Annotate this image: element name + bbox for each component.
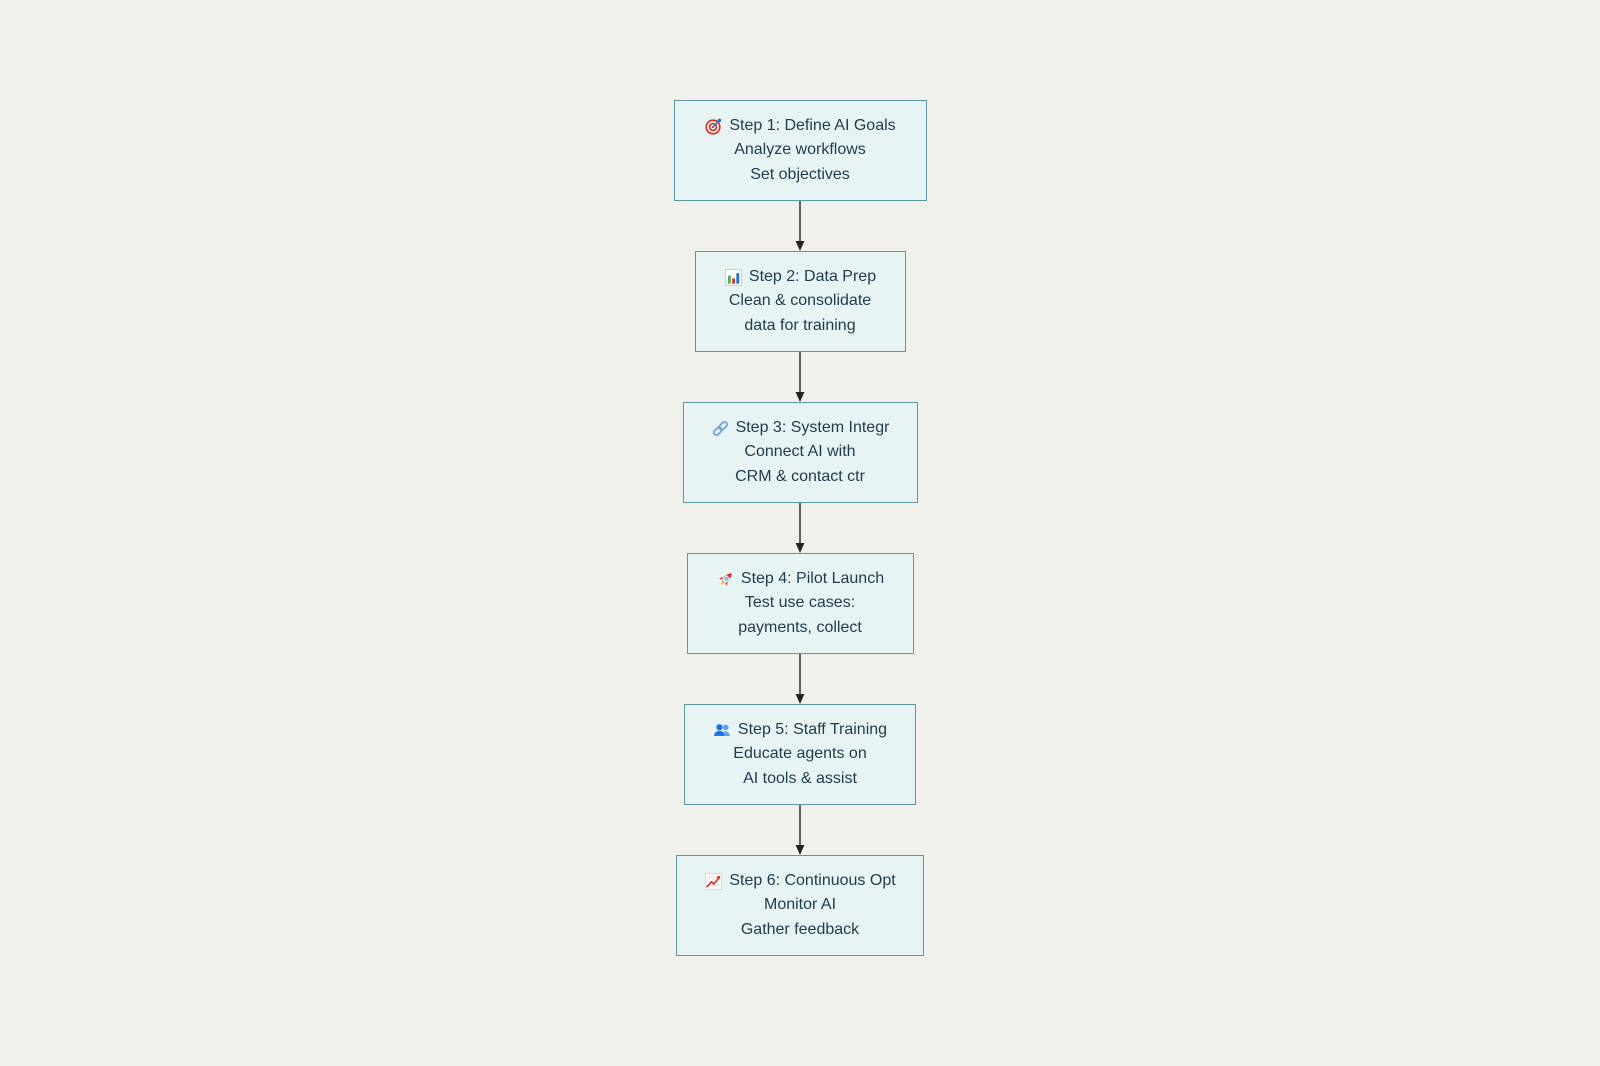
link-icon (711, 419, 730, 438)
node-title: Step 4: Pilot Launch (740, 569, 885, 587)
people-icon (713, 721, 732, 740)
node-title-row: Step 1: Define AI Goals (704, 114, 896, 139)
node-title-row: Step 4: Pilot Launch (716, 567, 884, 592)
node-text: AI tools & assist (743, 769, 857, 787)
node-title: Step 2: Data Prep (748, 267, 877, 285)
node-text: Connect AI with (744, 443, 856, 461)
node-text: payments, collect (738, 618, 862, 636)
node-title-row: Step 2: Data Prep (724, 265, 876, 290)
node-text: Educate agents on (733, 745, 867, 763)
bar-chart-icon (724, 268, 743, 287)
node-title-row: Step 6: Continuous Opt (704, 869, 896, 894)
node-title-row: Step 5: Staff Training (713, 718, 887, 743)
flow-node-step-5: Step 5: Staff Training Educate agents on… (684, 704, 916, 805)
target-icon (704, 117, 723, 136)
flow-arrow-2-3 (792, 352, 808, 402)
flow-node-step-4: Step 4: Pilot Launch Test use cases: pay… (686, 553, 914, 654)
node-text: Test use cases: (744, 594, 856, 612)
flow-node-step-2: Step 2: Data Prep Clean & consolidate da… (694, 251, 906, 352)
chart-increasing-icon (704, 872, 723, 891)
node-text: Analyze workflows (734, 141, 866, 159)
flow-node-step-1: Step 1: Define AI Goals Analyze workflow… (673, 100, 927, 201)
node-text: data for training (744, 316, 856, 334)
flow-arrow-1-2 (792, 201, 808, 251)
node-text: Monitor AI (763, 896, 837, 914)
flow-node-step-3: Step 3: System Integr Connect AI with CR… (682, 402, 918, 503)
node-title-row: Step 3: System Integr (711, 416, 890, 441)
node-title: Step 5: Staff Training (737, 720, 888, 738)
node-text: CRM & contact ctr (735, 467, 865, 485)
rocket-icon (716, 570, 735, 589)
flow-arrow-3-4 (792, 503, 808, 553)
flow-arrow-4-5 (792, 654, 808, 704)
node-text: Clean & consolidate (728, 292, 872, 310)
flow-node-step-6: Step 6: Continuous Opt Monitor AI Gather… (676, 855, 924, 956)
node-text: Set objectives (750, 165, 850, 183)
node-title: Step 6: Continuous Opt (729, 871, 896, 889)
node-title: Step 1: Define AI Goals (729, 116, 896, 134)
node-title: Step 3: System Integr (735, 418, 890, 436)
node-text: Gather feedback (740, 920, 860, 938)
flow-arrow-5-6 (792, 805, 808, 855)
